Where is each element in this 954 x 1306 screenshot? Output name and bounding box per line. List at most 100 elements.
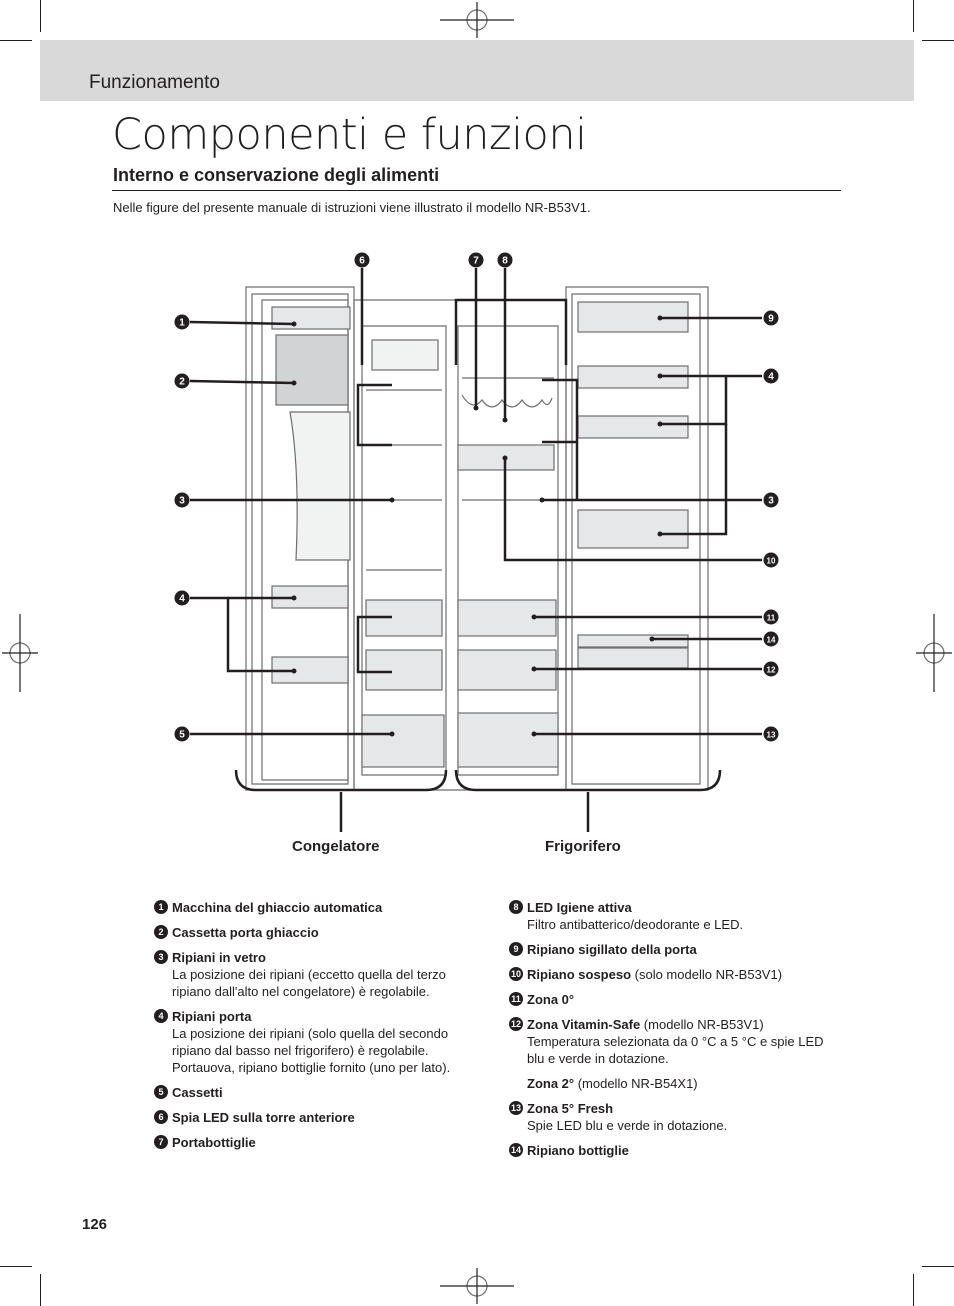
legend-detail: (modello NR-B54X1) [574, 1076, 698, 1091]
legend-item: 11 Zona 0° [509, 991, 829, 1008]
legend-title: Zona Vitamin-Safe [527, 1017, 641, 1032]
legend-title: Ripiano sospeso [527, 967, 632, 982]
svg-text:14: 14 [767, 636, 776, 645]
legend-title: Spia LED sulla torre anteriore [172, 1110, 355, 1125]
legend-sub-entry: Zona 2° (modello NR-B54X1) [509, 1075, 829, 1092]
legend-desc: Temperatura selezionata da 0 °C a 5 °C e… [527, 1034, 824, 1066]
freezer-bracket [234, 769, 448, 792]
number-badge: 14 [509, 1143, 523, 1157]
svg-text:11: 11 [767, 614, 776, 623]
registration-mark [916, 614, 952, 692]
registration-mark [2, 614, 38, 692]
legend-title: Zona 2° [527, 1076, 575, 1091]
registration-mark [440, 1268, 514, 1304]
legend-item: 12 Zona Vitamin-Safe (modello NR-B53V1) Te… [509, 1016, 829, 1067]
legend-desc: Filtro antibatterico/deodorante e LED. [527, 917, 744, 932]
legend-detail: (modello NR-B53V1) [640, 1017, 764, 1032]
crop-mark [40, 1274, 41, 1306]
svg-text:3: 3 [768, 496, 774, 507]
crop-mark [0, 1266, 32, 1267]
svg-text:2: 2 [179, 377, 185, 388]
callout-badge: 6 [354, 252, 370, 268]
legend-item: 3 Ripiani in vetro La posizione dei ripian… [154, 949, 484, 1000]
legend-item: 14 Ripiano bottiglie [509, 1142, 829, 1159]
freezer-door [245, 286, 355, 791]
crop-mark [922, 40, 954, 41]
callout-badge: 10 [763, 552, 779, 568]
crop-mark [913, 0, 914, 32]
crop-mark [40, 0, 41, 32]
legend-title: Ripiani porta [172, 1009, 252, 1024]
number-badge: 7 [154, 1135, 168, 1149]
callout-badge: 13 [763, 726, 779, 742]
number-badge: 2 [154, 925, 168, 939]
number-badge: 1 [154, 900, 168, 914]
legend-title: Zona 5° Fresh [527, 1101, 614, 1116]
legend-item: 9 Ripiano sigillato della porta [509, 941, 829, 958]
svg-text:4: 4 [768, 372, 774, 383]
crop-mark [922, 1266, 954, 1267]
leader-lines [189, 268, 762, 736]
callout-badge: 14 [763, 631, 779, 647]
legend-title: Macchina del ghiaccio automatica [172, 900, 383, 915]
intro-text: Nelle figure del presente manuale di ist… [113, 200, 591, 215]
svg-text:4: 4 [179, 594, 185, 605]
legend-title: Cassetta porta ghiaccio [172, 925, 319, 940]
legend-title: Ripiano bottiglie [527, 1143, 629, 1158]
legend-detail: (solo modello NR-B53V1) [631, 967, 783, 982]
number-badge: 11 [509, 992, 523, 1006]
callout-badge: 8 [497, 252, 513, 268]
number-badge: 12 [509, 1017, 523, 1031]
svg-text:6: 6 [359, 256, 365, 267]
svg-text:5: 5 [179, 730, 185, 741]
legend-item: 5 Cassetti [154, 1084, 484, 1101]
legend-item: 10 Ripiano sospeso (solo modello NR-B53V1… [509, 966, 829, 983]
fridge-bracket [454, 769, 722, 792]
callout-badge: 7 [468, 252, 484, 268]
callout-badge: 11 [763, 609, 779, 625]
number-badge: 10 [509, 967, 523, 981]
callout-badge: 3 [763, 492, 779, 508]
number-badge: 5 [154, 1085, 168, 1099]
registration-mark [440, 2, 514, 38]
subheading: Interno e conservazione degli alimenti [113, 165, 440, 185]
number-badge: 4 [154, 1009, 168, 1023]
cabinet [353, 299, 567, 791]
crop-mark [0, 40, 32, 41]
legend-title: Cassetti [172, 1085, 223, 1100]
number-badge: 8 [509, 900, 523, 914]
callout-badge: 12 [763, 661, 779, 677]
callout-badge: 5 [174, 726, 190, 742]
legend-title: Ripiano sigillato della porta [527, 942, 697, 957]
legend-title: Zona 0° [527, 992, 575, 1007]
svg-text:7: 7 [473, 256, 479, 267]
legend-item: 1 Macchina del ghiaccio automatica [154, 899, 484, 916]
divider [112, 190, 841, 191]
legend-item: 2 Cassetta porta ghiaccio [154, 924, 484, 941]
number-badge: 9 [509, 942, 523, 956]
caption-fridge: Frigorifero [545, 838, 621, 855]
page-number: 126 [82, 1216, 108, 1233]
legend-title: LED Igiene attiva [527, 900, 632, 915]
svg-text:9: 9 [768, 314, 774, 325]
caption-freezer: Congelatore [292, 838, 380, 855]
legend-desc: Spie LED blu e verde in dotazione. [527, 1118, 728, 1133]
callout-badge: 9 [763, 310, 779, 326]
svg-text:10: 10 [767, 557, 776, 566]
svg-text:12: 12 [767, 666, 776, 675]
svg-text:8: 8 [502, 256, 508, 267]
section-label: Funzionamento [89, 72, 220, 93]
svg-text:3: 3 [179, 496, 185, 507]
number-badge: 13 [509, 1101, 523, 1115]
svg-text:13: 13 [767, 731, 776, 740]
legend-desc: La posizione dei ripiani (eccetto quella… [172, 967, 446, 999]
legend-title: Ripiani in vetro [172, 950, 266, 965]
header-band [40, 40, 914, 101]
crop-mark [913, 1274, 914, 1306]
callout-badge: 2 [174, 373, 190, 389]
number-badge: 3 [154, 950, 168, 964]
